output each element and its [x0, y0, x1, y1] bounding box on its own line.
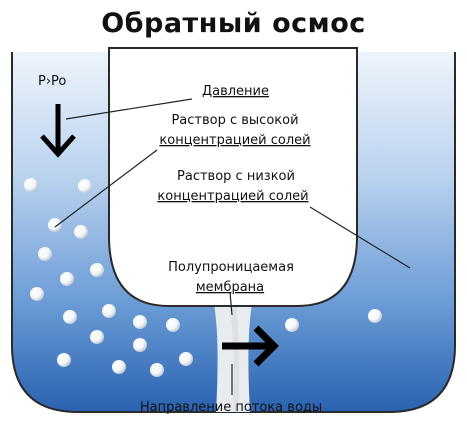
- piston: [108, 47, 358, 307]
- salt-particle: [24, 178, 38, 192]
- leader-membrane: [229, 291, 233, 316]
- particles-right: [285, 309, 382, 332]
- salt-particle: [102, 304, 116, 318]
- salt-particle: [133, 315, 147, 329]
- salt-particle: [60, 272, 74, 286]
- membrane-label-line2: мембрана: [196, 280, 264, 295]
- salt-particle: [57, 353, 71, 367]
- high-concentration-label-line1: Раствор с высокой: [171, 113, 298, 128]
- flow-arrow: [222, 325, 279, 367]
- membrane-core: [229, 304, 240, 412]
- salt-particle: [285, 318, 299, 332]
- salt-particle: [90, 263, 104, 277]
- pressure-arrow: [40, 104, 76, 158]
- membrane-label-line1: Полупроницаемая: [168, 260, 294, 275]
- salt-particle: [63, 310, 77, 324]
- flow-direction-label: Направление потока воды: [140, 400, 322, 415]
- leader-lines: [54, 98, 411, 395]
- membrane: [214, 304, 252, 412]
- leader-pressure: [65, 98, 193, 120]
- salt-particle: [112, 360, 126, 374]
- particles-left: [24, 178, 193, 377]
- leader-high-concentration: [54, 149, 158, 228]
- salt-particle: [74, 225, 88, 239]
- salt-particle: [30, 287, 44, 301]
- salt-particle: [166, 318, 180, 332]
- salt-particle: [38, 247, 52, 261]
- salt-particle: [179, 352, 193, 366]
- pressure-label: Давление: [202, 84, 269, 99]
- low-concentration-label-line2: концентрацией солей: [157, 189, 308, 204]
- salt-particle: [48, 218, 62, 232]
- salt-particle: [90, 330, 104, 344]
- salt-particle: [78, 179, 92, 193]
- high-concentration-label-line2: концентрацией солей: [159, 133, 310, 148]
- salt-particle: [133, 338, 147, 352]
- diagram-title: Обратный осмос: [101, 8, 366, 39]
- low-concentration-label-line1: Раствор с низкой: [177, 169, 295, 184]
- salt-particle: [150, 363, 164, 377]
- pressure-symbol-label: P›Po: [38, 74, 66, 89]
- leader-low-concentration: [309, 206, 411, 269]
- salt-particle: [368, 309, 382, 323]
